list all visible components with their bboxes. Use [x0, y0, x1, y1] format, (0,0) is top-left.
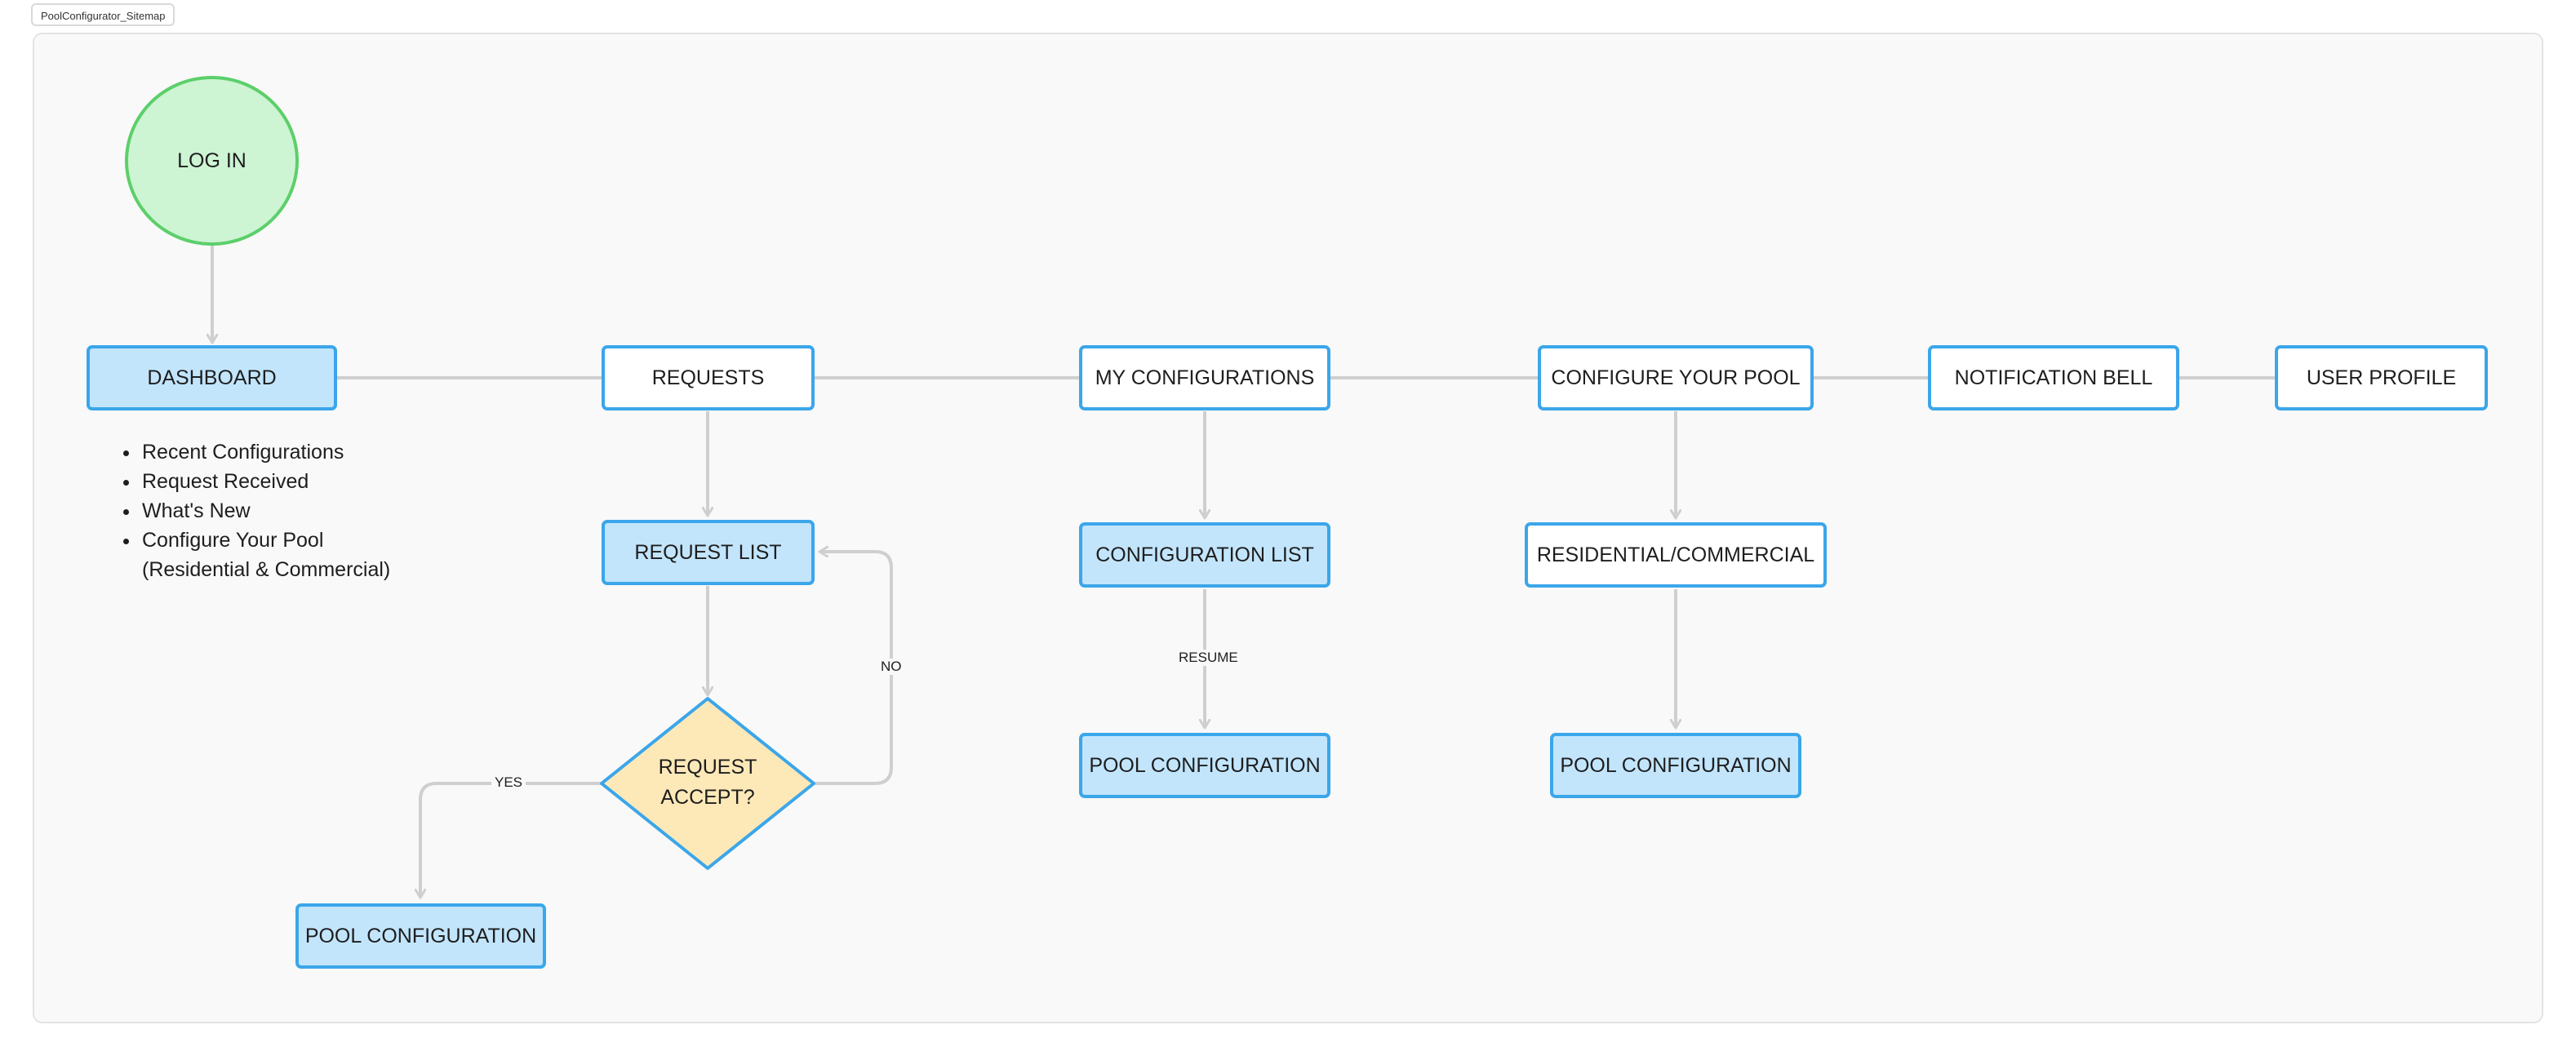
decision-diamond-shape — [600, 697, 815, 870]
node-user-profile[interactable]: USER PROFILE — [2275, 345, 2488, 410]
node-dashboard[interactable]: DASHBOARD — [87, 345, 337, 410]
node-request-accept[interactable]: REQUEST ACCEPT? — [626, 752, 789, 813]
request-accept-line2: ACCEPT? — [660, 786, 755, 809]
dashboard-items-list: Recent Configurations Request Received W… — [106, 437, 451, 584]
edge-label-resume: RESUME — [1175, 650, 1241, 666]
node-pool-configuration-myconfig[interactable]: POOL CONFIGURATION — [1079, 733, 1330, 798]
node-pool-configuration-configure[interactable]: POOL CONFIGURATION — [1550, 733, 1801, 798]
node-requests[interactable]: REQUESTS — [602, 345, 815, 410]
node-residential-commercial[interactable]: RESIDENTIAL/COMMERCIAL — [1525, 522, 1827, 588]
edge-decision-yes — [420, 782, 601, 898]
list-item: What's New — [140, 496, 451, 526]
node-configuration-list[interactable]: CONFIGURATION LIST — [1079, 522, 1330, 588]
list-item: Recent Configurations — [140, 437, 451, 467]
list-item: Configure Your Pool — [140, 526, 451, 555]
node-notification-bell[interactable]: NOTIFICATION BELL — [1928, 345, 2179, 410]
edge-label-yes: YES — [491, 774, 526, 791]
node-configure-your-pool[interactable]: CONFIGURE YOUR POOL — [1538, 345, 1814, 410]
list-item: Request Received — [140, 467, 451, 496]
edge-label-no: NO — [877, 659, 905, 675]
node-pool-configuration-requests[interactable]: POOL CONFIGURATION — [295, 903, 546, 969]
node-request-list[interactable]: REQUEST LIST — [602, 520, 815, 585]
frame-title-tag[interactable]: PoolConfigurator_Sitemap — [31, 3, 175, 26]
node-my-configurations[interactable]: MY CONFIGURATIONS — [1079, 345, 1330, 410]
node-login[interactable]: LOG IN — [125, 76, 299, 246]
request-accept-line1: REQUEST — [658, 756, 757, 779]
list-item-continuation: (Residential & Commercial) — [142, 558, 391, 581]
